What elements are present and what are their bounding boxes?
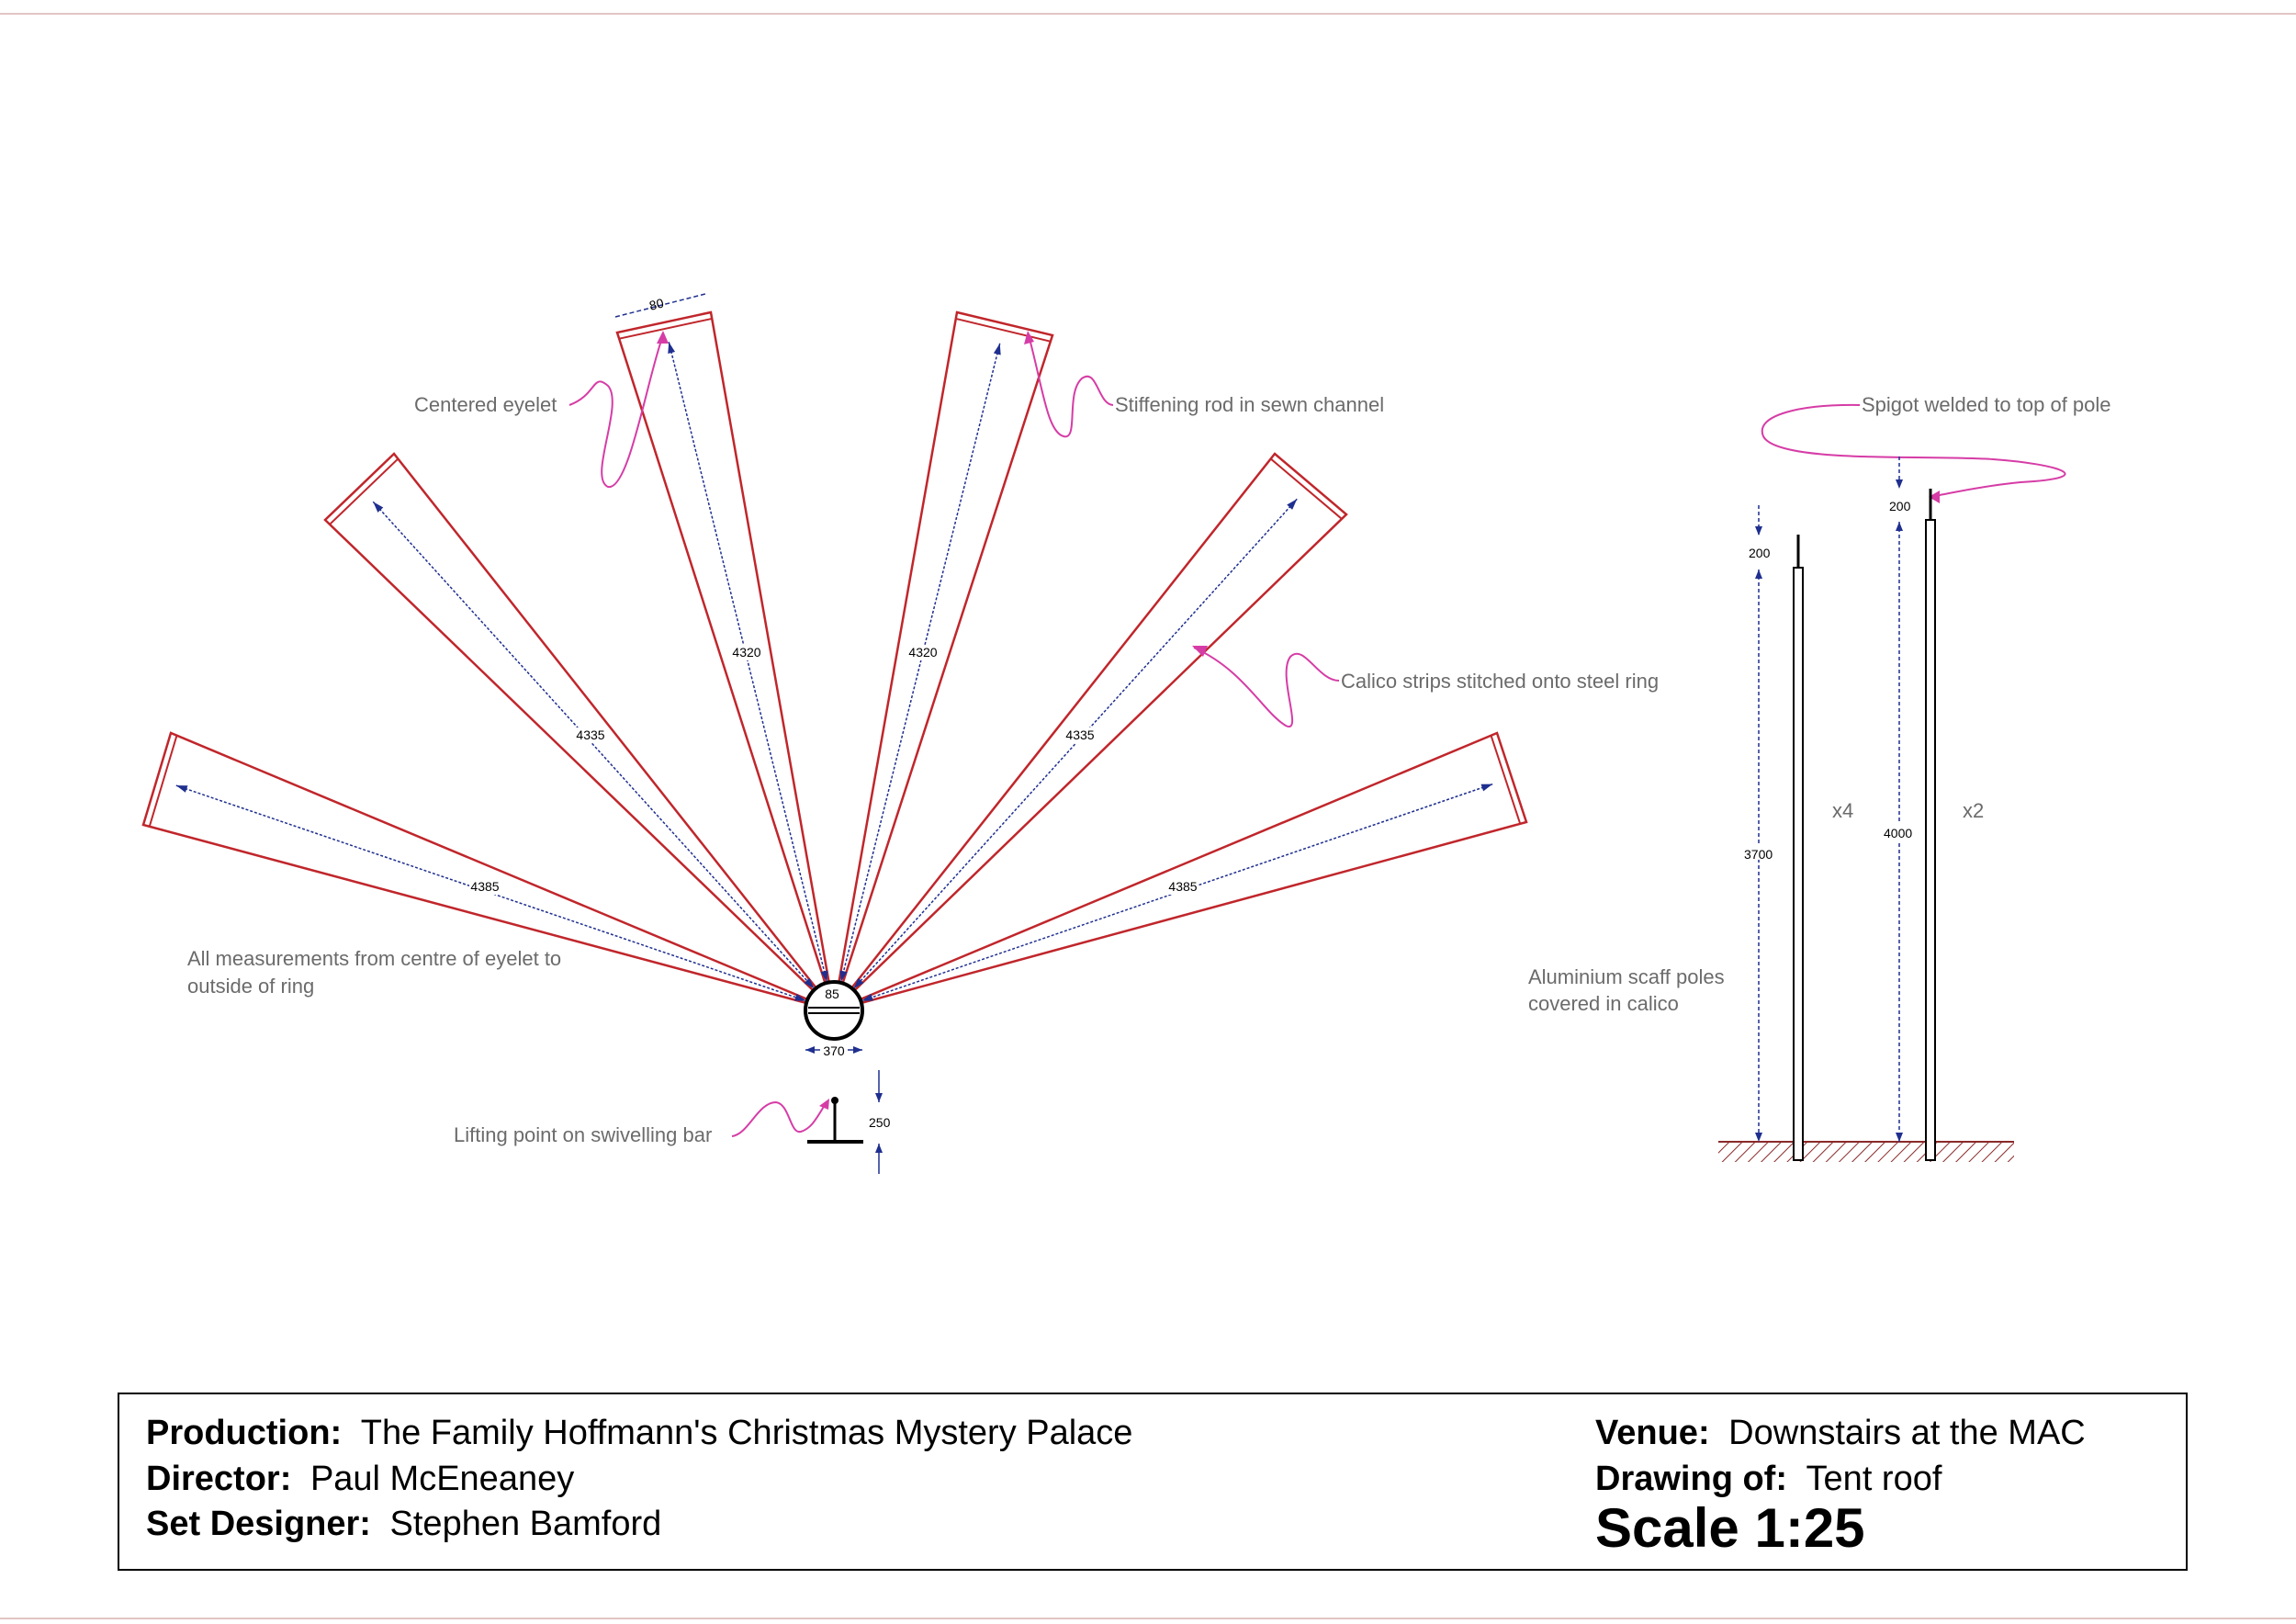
ring-inner-label: 85 — [825, 987, 839, 1001]
venue-value: Downstairs at the MAC — [1728, 1414, 2086, 1452]
stiffening-rod-note: Stiffening rod in sewn channel — [1115, 393, 1384, 416]
production-value: The Family Hoffmann's Christmas Mystery … — [361, 1414, 1133, 1452]
strip-width-label: 80 — [647, 295, 665, 312]
pole-long-length-label: 4000 — [1884, 826, 1912, 840]
strip-width-dimension: 80 — [614, 293, 706, 318]
roof-strip — [833, 731, 1528, 1012]
drawing-label: Drawing of: — [1595, 1460, 1787, 1498]
measurements-note-line1: All measurements from centre of eyelet t… — [187, 947, 561, 970]
svg-text:Venue: Downstairs at the: Venue: Downstairs at the MAC — [1595, 1414, 2086, 1452]
pole-short-count: x4 — [1832, 799, 1853, 822]
venue-label: Venue: — [1595, 1414, 1710, 1452]
stiffening-channel — [1269, 457, 1343, 520]
strip-dimension-line — [372, 501, 816, 989]
strip-dimension-line — [668, 342, 828, 983]
dimension-arrow — [820, 970, 828, 982]
designer-label: Set Designer: — [146, 1505, 371, 1543]
svg-text:Director: Paul McEneaney: Director: Paul McEneaney — [146, 1460, 574, 1498]
pole-short: 200 3700 x4 — [1743, 505, 1853, 1161]
strip-length-label: 4385 — [470, 879, 499, 894]
roof-strip — [141, 731, 835, 1012]
svg-text:Drawing of: Tent roof: Drawing of: Tent roof — [1595, 1460, 1942, 1498]
pole-long-count: x2 — [1963, 799, 1984, 822]
strip-dimension-line — [861, 783, 1493, 1002]
director-label: Director: — [146, 1460, 291, 1498]
stiffening-channel — [618, 317, 713, 340]
svg-text:Production: The Family H: Production: The Family Hoffmann's Christ… — [146, 1414, 1132, 1452]
drawing-value: Tent roof — [1806, 1460, 1942, 1498]
dimension-arrow — [993, 343, 1001, 355]
roof-strip — [323, 452, 835, 1011]
centered-eyelet-note: Centered eyelet — [414, 393, 557, 416]
ring-diameter-label: 370 — [823, 1043, 845, 1058]
dimension-arrow — [1287, 499, 1298, 510]
strip-dimensions: 4385 4335 4320 4320 4335 4385 — [175, 342, 1493, 1002]
bar-height-label: 250 — [869, 1115, 891, 1130]
strip-length-label: 4335 — [1065, 727, 1094, 742]
dimension-label-bg — [575, 727, 606, 743]
director-value: Paul McEneaney — [310, 1460, 574, 1498]
poles-note-line2: covered in calico — [1528, 992, 1679, 1015]
ground-hatch — [1718, 1142, 2014, 1162]
dimension-arrow — [839, 970, 848, 982]
scale-label: Scale 1:25 — [1595, 1497, 1865, 1559]
steel-ring: 85 — [804, 980, 864, 1041]
dimension-label-bg — [907, 645, 939, 660]
poles-note-line1: Aluminium scaff poles — [1528, 965, 1725, 988]
lifting-point-note: Lifting point on swivelling bar — [454, 1123, 712, 1146]
spigot-note: Spigot welded to top of pole — [1862, 393, 2111, 416]
calico-strips-note: Calico strips stitched onto steel ring — [1341, 670, 1659, 693]
dimension-arrow — [1480, 784, 1493, 792]
dimension-arrow — [175, 785, 188, 793]
svg-text:Set Designer: Stephen Ba: Set Designer: Stephen Bamford — [146, 1505, 661, 1543]
stiffening-channel — [955, 317, 1052, 343]
pole-long: 200 4000 x2 — [1883, 457, 1984, 1161]
strip-length-label: 4320 — [732, 645, 760, 660]
strip-dimension-line — [839, 343, 1001, 983]
roof-strip — [832, 310, 1054, 1011]
dimension-label-bg — [469, 879, 501, 895]
designer-value: Stephen Bamford — [390, 1505, 662, 1543]
stiffening-channel — [1490, 734, 1522, 825]
pole-long-spigot-label: 200 — [1889, 499, 1911, 513]
measurements-note-line2: outside of ring — [187, 975, 314, 998]
dimension-arrow — [794, 993, 806, 1001]
stiffening-channel — [148, 734, 178, 828]
pole-short-length-label: 3700 — [1744, 847, 1773, 862]
roof-strips — [141, 310, 1528, 1012]
strip-length-label: 4335 — [576, 727, 604, 742]
strip-length-label: 4385 — [1168, 879, 1197, 894]
dimension-arrow — [804, 977, 815, 989]
ring-diameter-dimension: 370 — [805, 1043, 862, 1058]
pole-short-spigot-label: 200 — [1749, 546, 1771, 560]
production-label: Production: — [146, 1414, 342, 1452]
title-block: Production: The Family Hoffmann's Christ… — [118, 1393, 2188, 1571]
lifting-bar: 250 — [807, 1070, 891, 1174]
dimension-arrow — [668, 342, 676, 354]
dimension-label-bg — [1167, 879, 1199, 895]
dimension-label-bg — [731, 645, 762, 660]
dimension-arrow — [373, 502, 384, 513]
roof-strip — [833, 452, 1348, 1011]
stiffening-channel — [329, 457, 400, 525]
dimension-label-bg — [1064, 727, 1096, 743]
dimension-arrow — [861, 993, 873, 1001]
leader-lines — [568, 331, 2066, 1137]
strip-length-label: 4320 — [908, 645, 937, 660]
roof-strip — [615, 310, 836, 1011]
dimension-arrow — [853, 977, 864, 989]
